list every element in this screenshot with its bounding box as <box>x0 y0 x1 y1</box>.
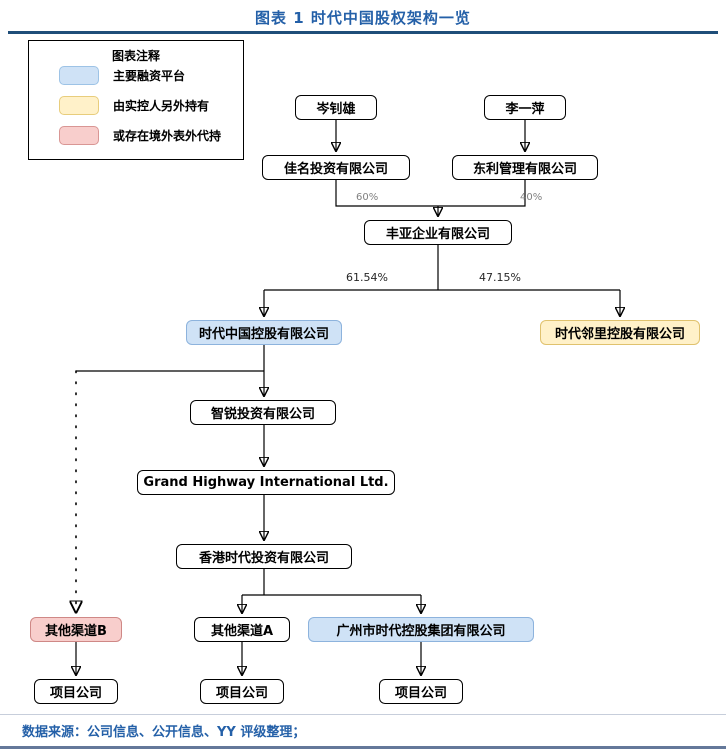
legend-label: 主要融资平台 <box>113 68 186 83</box>
legend-label: 由实控人另外持有 <box>113 98 210 113</box>
node-zhirui-investment: 智锐投资有限公司 <box>190 400 336 425</box>
legend-item-held-by-controller: 由实控人另外持有 <box>59 95 209 115</box>
node-cen-zhaoxiong: 岑钊雄 <box>295 95 377 120</box>
node-other-channel-b: 其他渠道B <box>30 617 122 642</box>
legend-title: 图表注释 <box>111 49 160 63</box>
node-guangzhou-times-holding-group: 广州市时代控股集团有限公司 <box>308 617 534 642</box>
legend-item-financing-platform: 主要融资平台 <box>59 65 185 85</box>
legend-item-offshore-holding: 或存在境外表外代持 <box>59 125 221 145</box>
label-pct-6154: 61.54% <box>346 271 388 284</box>
node-dongli-management: 东利管理有限公司 <box>452 155 598 180</box>
node-fengya-enterprise: 丰亚企业有限公司 <box>364 220 512 245</box>
footer-divider-top <box>0 714 726 715</box>
node-hk-times-investment: 香港时代投资有限公司 <box>176 544 352 569</box>
footer-divider-bottom <box>0 746 726 749</box>
label-pct-60: 60% <box>356 192 379 203</box>
label-pct-40: 40% <box>520 192 543 203</box>
legend-swatch-yellow <box>59 95 99 115</box>
node-project-company-2: 项目公司 <box>200 679 284 704</box>
label-pct-4715: 47.15% <box>479 271 521 284</box>
legend-label: 或存在境外表外代持 <box>113 128 222 143</box>
node-grand-highway: Grand Highway International Ltd. <box>137 470 395 495</box>
node-project-company-1: 项目公司 <box>34 679 118 704</box>
legend-swatch-pink <box>59 125 99 145</box>
node-li-yiping: 李一萍 <box>484 95 566 120</box>
source-note: 数据来源：公司信息、公开信息、YY 评级整理； <box>22 725 306 740</box>
legend-swatch-blue <box>59 65 99 85</box>
node-project-company-3: 项目公司 <box>379 679 463 704</box>
legend-box: 图表注释 主要融资平台 由实控人另外持有 或存在境外表外代持 <box>28 40 244 160</box>
node-jiaming-investment: 佳名投资有限公司 <box>262 155 410 180</box>
node-times-neighborhood-holdings: 时代邻里控股有限公司 <box>540 320 700 345</box>
figure-title: 图表 1 时代中国股权架构一览 <box>255 9 471 27</box>
node-other-channel-a: 其他渠道A <box>194 617 290 642</box>
node-times-china-holdings: 时代中国控股有限公司 <box>186 320 342 345</box>
title-divider <box>8 31 718 34</box>
